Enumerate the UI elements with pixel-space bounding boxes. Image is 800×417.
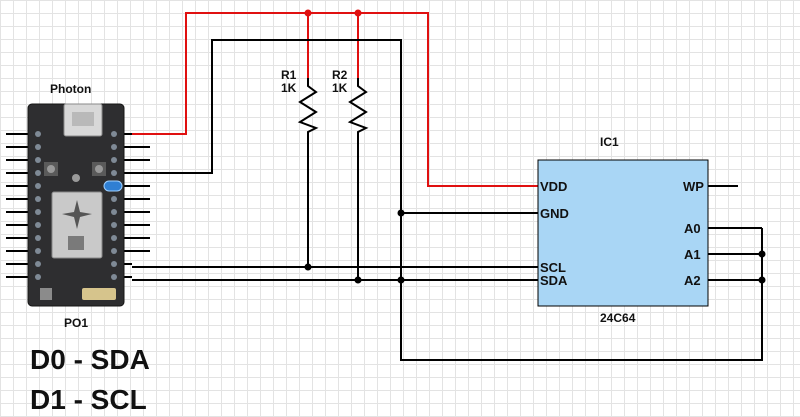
reset-button-cap xyxy=(95,165,103,173)
resistor-r2-zigzag xyxy=(347,78,369,138)
resistor-r1: R1 1K xyxy=(281,68,319,138)
ic1-pin-gnd: GND xyxy=(540,206,569,221)
resistor-r1-value: 1K xyxy=(281,81,297,95)
photon-bottom-button xyxy=(40,288,52,300)
gnd-wire xyxy=(132,39,763,361)
junction-dot xyxy=(304,9,312,17)
ic1-pin-a1: A1 xyxy=(684,247,701,262)
ic1-pin-sda: SDA xyxy=(540,273,568,288)
resistor-r1-ref: R1 xyxy=(281,68,297,82)
resistor-r2-ref: R2 xyxy=(332,68,348,82)
photon-pads xyxy=(35,131,117,280)
junction-dot xyxy=(758,250,766,258)
ic1-part-number: 24C64 xyxy=(600,311,636,325)
setup-button-cap xyxy=(47,165,55,173)
photon-antenna-connector xyxy=(82,288,116,300)
photon-ref: PO1 xyxy=(64,316,88,330)
resistor-r2: R2 1K xyxy=(332,68,369,138)
wifi-module-qr xyxy=(68,236,84,250)
ic1-ref: IC1 xyxy=(600,135,619,149)
resistor-r1-zigzag xyxy=(297,78,319,138)
usb-connector-slot xyxy=(72,112,94,126)
ic1-pin-wp: WP xyxy=(683,179,704,194)
ic1-pin-a2: A2 xyxy=(684,273,701,288)
note-d0-sda: D0 - SDA xyxy=(30,344,150,375)
photon-highlight-pin xyxy=(103,180,123,192)
note-d1-scl: D1 - SCL xyxy=(30,384,147,415)
ic1-pin-scl: SCL xyxy=(540,260,566,275)
particle-logo-icon xyxy=(62,200,92,229)
resistor-r2-value: 1K xyxy=(332,81,348,95)
ic1-body xyxy=(537,159,709,307)
junction-dot xyxy=(354,9,362,17)
ic1-chip: IC1 VDD GND SCL SDA WP A0 A1 A2 24C64 xyxy=(537,135,709,325)
junction-dot xyxy=(397,209,405,217)
rgb-led xyxy=(72,174,80,182)
junction-dot xyxy=(758,276,766,284)
photon-board: Photon xyxy=(6,82,150,330)
photon-title: Photon xyxy=(50,82,91,96)
junction-dot xyxy=(397,276,405,284)
ic1-pin-a0: A0 xyxy=(684,221,701,236)
vdd-wire xyxy=(132,12,538,187)
junction-dot xyxy=(304,263,312,271)
junction-dot xyxy=(354,276,362,284)
ic1-pin-vdd: VDD xyxy=(540,179,567,194)
